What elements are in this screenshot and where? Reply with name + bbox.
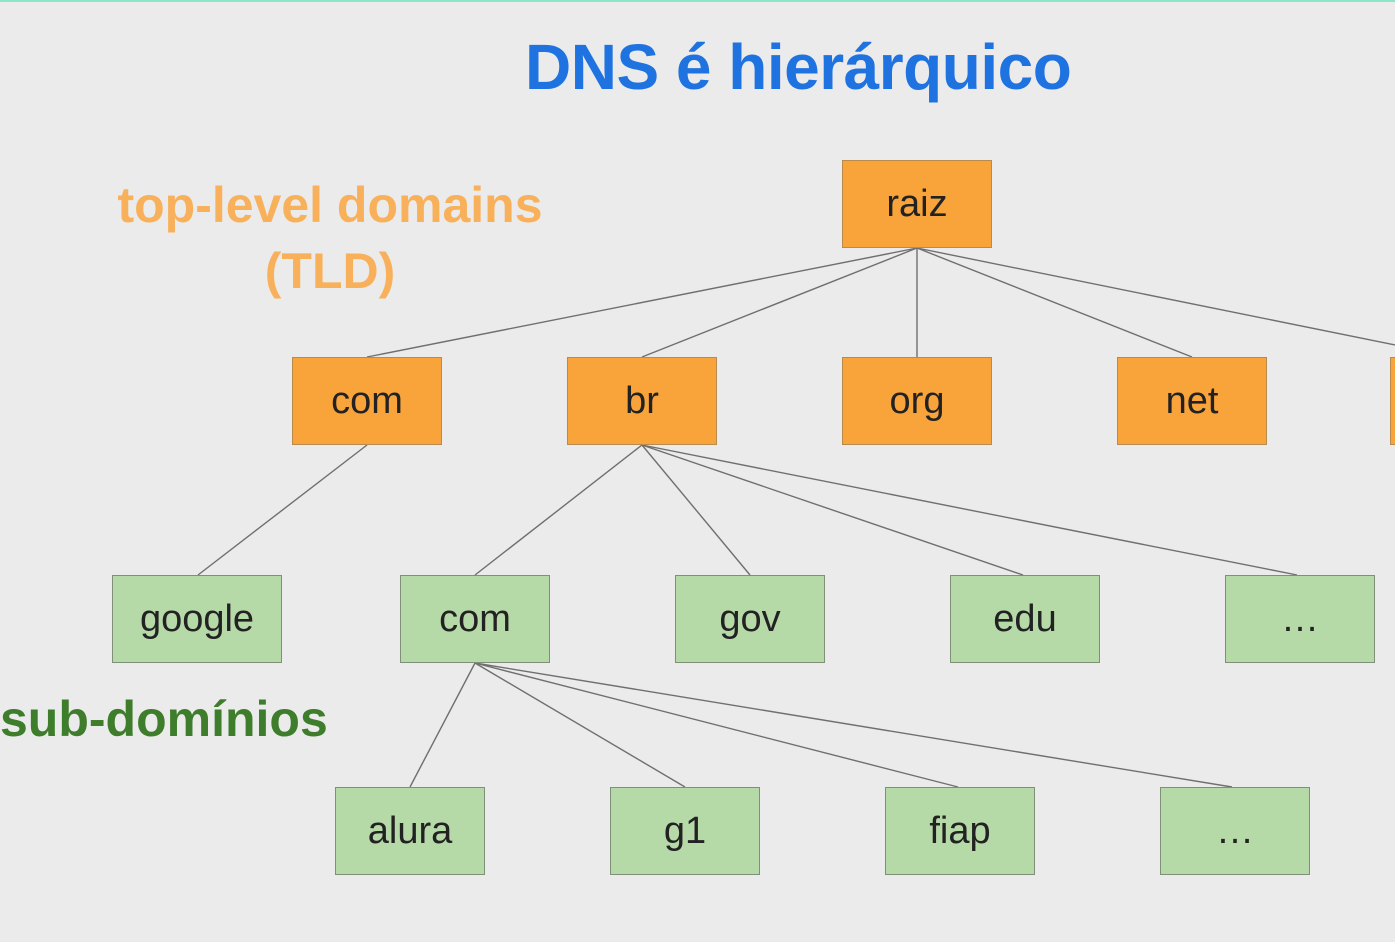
edge-br-edu — [641, 444, 1024, 576]
node-label: google — [139, 597, 255, 640]
node-net: net — [1117, 357, 1267, 445]
edge-br-br-more — [641, 444, 1298, 576]
node-tld-cut — [1390, 357, 1395, 445]
node-label: net — [1165, 379, 1219, 422]
tld-label-line1: top-level domains — [117, 177, 543, 233]
node-label: raiz — [886, 182, 948, 225]
edge-com-google — [197, 444, 368, 576]
node-com: com — [292, 357, 442, 445]
node-g1: g1 — [610, 787, 760, 875]
subdomains-label: sub-domínios — [0, 691, 328, 747]
node-gov: gov — [675, 575, 825, 663]
edge-br-com-com-more — [474, 662, 1233, 788]
node-label: org — [889, 379, 945, 422]
node-br-com: com — [400, 575, 550, 663]
node-fiap: fiap — [885, 787, 1035, 875]
node-label: g1 — [663, 809, 707, 852]
node-org: org — [842, 357, 992, 445]
node-label: edu — [993, 597, 1057, 640]
tld-label-line2: (TLD) — [264, 243, 396, 299]
node-label: com — [439, 597, 511, 640]
node-br-more: … — [1225, 575, 1375, 663]
node-google: google — [112, 575, 282, 663]
node-label: br — [625, 379, 659, 422]
tld-label: top-level domains (TLD) — [60, 172, 600, 304]
edge-raiz-com — [366, 247, 918, 358]
edge-br-gov — [641, 444, 751, 576]
edge-raiz-tld-cut — [916, 247, 1395, 346]
node-label: … — [1216, 809, 1254, 852]
node-label: gov — [719, 597, 781, 640]
node-edu: edu — [950, 575, 1100, 663]
edge-br-com-alura — [409, 662, 476, 788]
node-label: … — [1281, 597, 1319, 640]
node-alura: alura — [335, 787, 485, 875]
edge-br-com-fiap — [474, 662, 959, 788]
node-com-more: … — [1160, 787, 1310, 875]
node-label: alura — [367, 809, 453, 852]
edge-raiz-net — [916, 247, 1193, 358]
edge-raiz-br — [641, 247, 918, 358]
node-br: br — [567, 357, 717, 445]
node-raiz: raiz — [842, 160, 992, 248]
edge-br-br-com — [474, 444, 643, 576]
edge-br-com-g1 — [474, 662, 686, 788]
diagram-title: DNS é hierárquico — [525, 31, 1072, 103]
node-label: com — [331, 379, 403, 422]
node-label: fiap — [929, 809, 991, 852]
top-accent-line — [0, 0, 1395, 2]
